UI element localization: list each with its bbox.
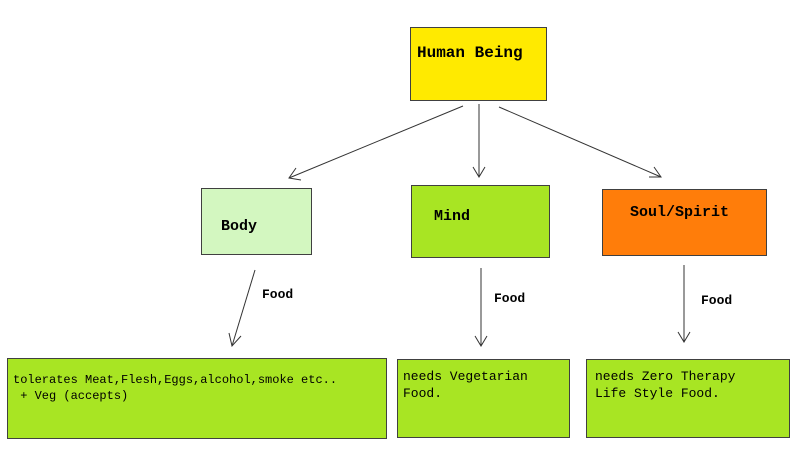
- arrowhead-body-leaf: [228, 332, 242, 348]
- leaf-soul-food: needs Zero Therapy Life Style Food.: [586, 359, 790, 438]
- arrowhead-human-mind: [472, 166, 486, 178]
- arrowhead-mind-leaf: [474, 335, 488, 347]
- edge-human-soul: [498, 106, 662, 178]
- edge-label-mind-food: Food: [494, 291, 526, 306]
- edge-label-soul-food: Food: [701, 293, 733, 308]
- leaf-body-food: tolerates Meat,Flesh,Eggs,alcohol,smoke …: [7, 358, 387, 439]
- node-soul-spirit: Soul/Spirit: [602, 189, 767, 256]
- arrowhead-soul-leaf: [677, 331, 691, 343]
- arrowhead-human-body: [288, 167, 302, 181]
- node-human-being: Human Being: [410, 27, 547, 101]
- edge-body-leaf: [231, 269, 256, 347]
- arrowhead-human-soul: [649, 166, 662, 178]
- edge-label-body-food: Food: [262, 287, 294, 302]
- edge-human-body: [288, 105, 464, 179]
- node-mind: Mind: [411, 185, 550, 258]
- leaf-mind-food: needs Vegetarian Food.: [397, 359, 570, 438]
- node-body: Body: [201, 188, 312, 255]
